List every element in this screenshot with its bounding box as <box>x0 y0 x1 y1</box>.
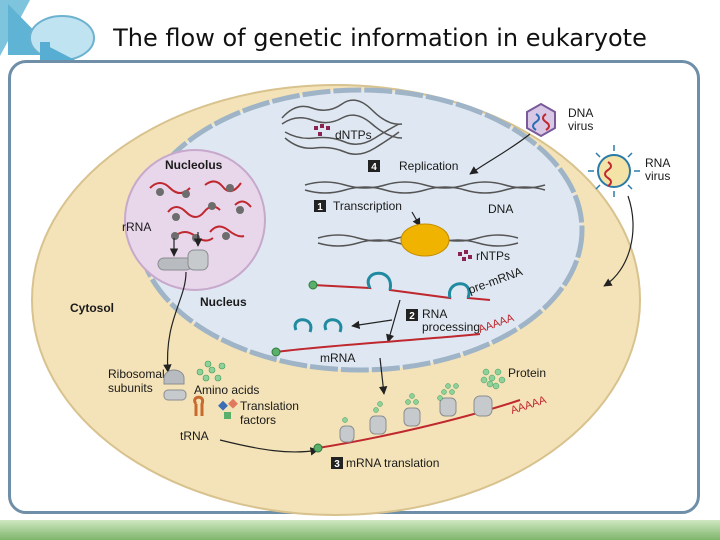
transcription-arrow <box>411 211 421 227</box>
ribosome-subunit-small-cytosol <box>163 369 185 385</box>
translation-input-arrow <box>219 439 319 456</box>
step-1-number: 1 <box>317 202 323 213</box>
rna-polymerase <box>400 223 450 257</box>
logo-bar-shape <box>40 42 50 74</box>
protein-label: Protein <box>508 366 546 380</box>
ribosome-subunit-small <box>157 257 193 271</box>
step-4-number: 4 <box>371 162 377 173</box>
mrna-cap <box>271 347 281 357</box>
rna-processing-label-2: processing <box>422 320 480 334</box>
dntp-squares <box>314 124 330 136</box>
dna-virus-icon <box>526 102 556 138</box>
dna-helix-top <box>281 99 403 155</box>
dna-helix-middle <box>304 181 546 194</box>
splicing-arrow <box>351 319 393 330</box>
rna-virus-icon <box>588 145 640 197</box>
pre-mrna-loop <box>448 282 471 299</box>
mrna-strand-nucleus <box>275 333 481 353</box>
ribosome-subunit-large-cytosol <box>163 389 187 401</box>
ribosome-export-arrow <box>163 271 187 373</box>
rrna-label: rRNA <box>122 220 151 234</box>
translation-factor-shapes <box>218 398 238 419</box>
mrna-label: mRNA <box>320 351 355 365</box>
step-3-badge: 3 <box>331 457 343 470</box>
mrna-export-arrow <box>378 357 388 395</box>
amino-acids-label: Amino acids <box>194 383 259 397</box>
dna-virus-label-1: DNA <box>568 106 593 120</box>
nucleolus-label: Nucleolus <box>165 158 223 172</box>
pre-mrna-loop <box>366 271 392 291</box>
ribosomal-label-2: subunits <box>108 381 153 395</box>
excised-intron <box>323 318 343 333</box>
ribosomal-label-1: Ribosomal <box>108 367 165 381</box>
slide-footer-bar <box>0 520 720 540</box>
step-2-badge: 2 <box>406 309 418 322</box>
translation-factors-label-1: Translation <box>240 399 299 413</box>
mrna-cap <box>313 443 323 453</box>
slide-title: The flow of genetic information in eukar… <box>113 24 647 52</box>
excised-intron <box>293 318 313 333</box>
step-2-number: 2 <box>409 311 415 322</box>
rna-processing-label-1: RNA <box>422 307 447 321</box>
rntp-squares <box>458 250 472 261</box>
nucleus-label: Nucleus <box>200 295 247 309</box>
protein-cluster <box>480 368 506 390</box>
ribosome-subunit-large <box>187 249 209 271</box>
mrna-strand-cytosol <box>317 399 521 449</box>
rntps-label: rNTPs <box>476 249 510 263</box>
dna-virus-label-2: virus <box>568 119 593 133</box>
polysome-ribosomes <box>339 395 493 443</box>
step-4-badge: 4 <box>368 160 380 173</box>
translation-factors-label-2: factors <box>240 413 276 427</box>
processing-arrow <box>386 299 401 343</box>
mrna-cap <box>308 280 318 290</box>
step-1-badge: 1 <box>314 200 326 213</box>
mrna-translation-label: mRNA translation <box>346 456 439 470</box>
trna-label: tRNA <box>180 429 209 443</box>
dntps-label: dNTPs <box>335 128 372 142</box>
rna-virus-arrow <box>603 195 634 287</box>
rna-virus-label-1: RNA <box>645 156 670 170</box>
dna-virus-arrow <box>469 133 531 175</box>
trna-molecule <box>193 395 205 416</box>
step-3-number: 3 <box>334 459 340 470</box>
replication-label: Replication <box>399 159 458 173</box>
cytosol-label: Cytosol <box>70 301 114 315</box>
transcription-label: Transcription <box>333 199 402 213</box>
nascent-protein-beads <box>342 383 459 423</box>
amino-acid-beads <box>196 360 226 382</box>
dna-label: DNA <box>488 202 513 216</box>
rna-virus-label-2: virus <box>645 169 670 183</box>
